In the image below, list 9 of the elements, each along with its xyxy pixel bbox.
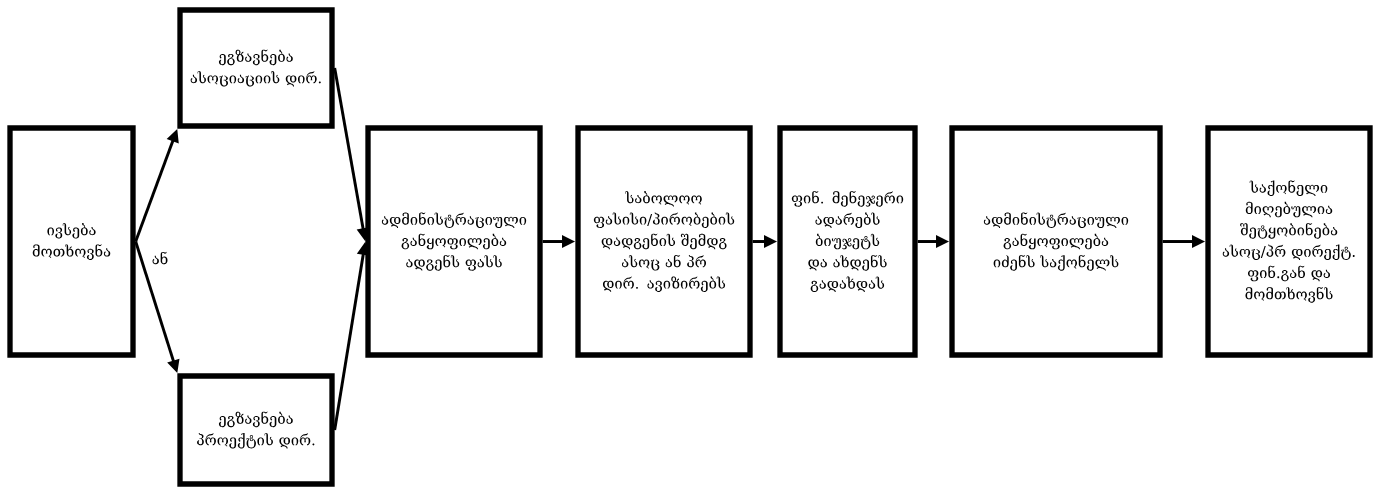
process-box: საქონელი მიღებულია შეტყობინება ასოც/პრ დირექტ. ფინ.გან და მომთხოვნს	[1205, 125, 1373, 358]
branch-label: ან	[152, 251, 168, 265]
process-box: საბოლოო ფასისი/პირობების დადგენის შემდგ ასოც ან პრ დირ. ავიზირებს	[575, 125, 753, 358]
process-box: ეგზავნება პროექტის დირ.	[177, 373, 335, 487]
process-box: ადმინისტრაციული განყოფილება ადგენს ფასს	[365, 125, 543, 358]
process-box: ფინ. მენეჯერი ადარებს ბიუჯეტს და ახდენს გადახდას	[777, 125, 918, 358]
process-box: ივსება მოთხოვნა	[7, 125, 136, 358]
process-box: ეგზავნება ასოციაციის დირ.	[177, 7, 335, 129]
process-box: ადმინისტრაციული განყოფილება იძენს საქონელს	[949, 125, 1163, 358]
